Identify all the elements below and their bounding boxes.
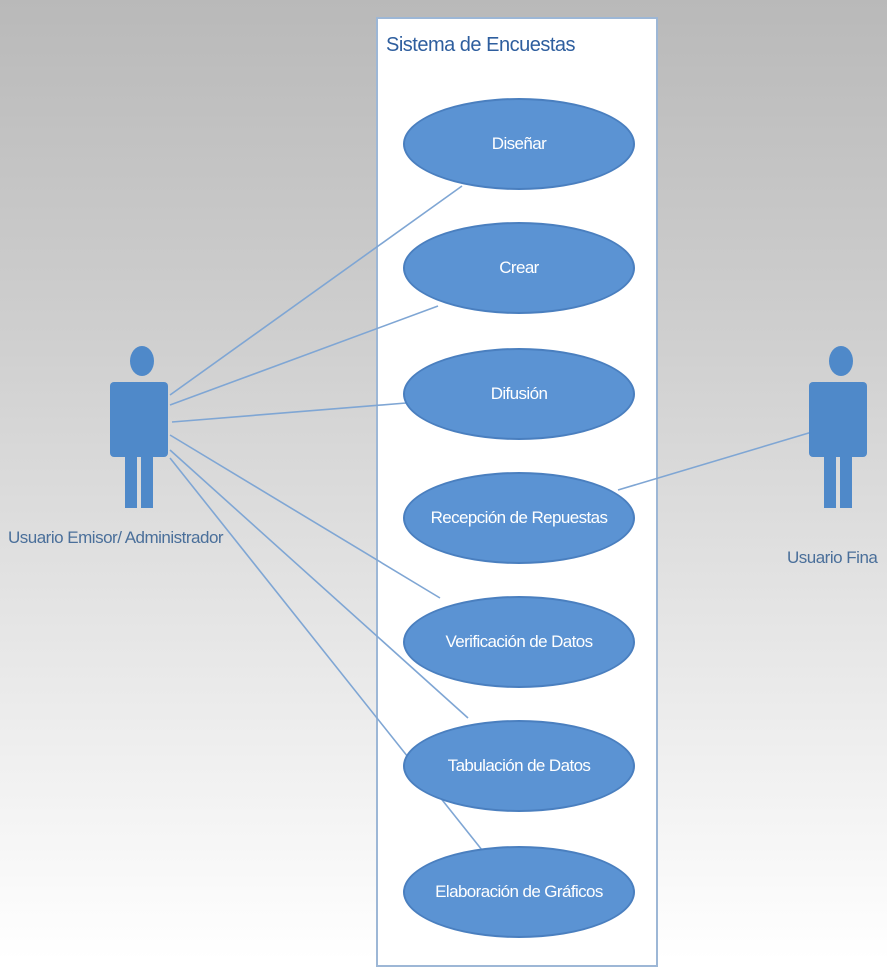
use-case-crear[interactable]: Crear [403, 222, 635, 314]
association-line-recepcion [617, 431, 813, 491]
use-case-label: Recepción de Repuestas [430, 508, 608, 527]
use-case-tabulacion[interactable]: Tabulación de Datos [403, 720, 635, 812]
actor-label-usuario-final: Usuario Fina [787, 548, 878, 567]
use-case-disenar[interactable]: Diseñar [403, 98, 635, 190]
use-case-label: Verificación de Datos [445, 632, 593, 651]
association-line-verificacion [169, 434, 441, 599]
system-title: Sistema de Encuestas [386, 34, 576, 56]
use-case-recepcion[interactable]: Recepción de Repuestas [403, 472, 635, 564]
actor-usuario-final-figure [809, 346, 867, 508]
use-case-label: Elaboración de Gráficos [435, 882, 603, 901]
use-case-label: Diseñar [491, 134, 547, 153]
use-case-label: Tabulación de Datos [447, 756, 591, 775]
use-case-label: Difusión [490, 384, 548, 403]
actor-label-administrador: Usuario Emisor/ Administrador [8, 528, 224, 547]
association-line-crear [169, 305, 439, 406]
use-case-label: Crear [499, 258, 539, 277]
use-case-difusion[interactable]: Difusión [403, 348, 635, 440]
association-line-disenar [169, 185, 463, 396]
association-line-tabulacion [169, 449, 469, 719]
actor-administrador-figure [110, 346, 168, 508]
association-line-difusion [171, 402, 407, 423]
use-case-elaboracion[interactable]: Elaboración de Gráficos [403, 846, 635, 938]
use-case-verificacion[interactable]: Verificación de Datos [403, 596, 635, 688]
